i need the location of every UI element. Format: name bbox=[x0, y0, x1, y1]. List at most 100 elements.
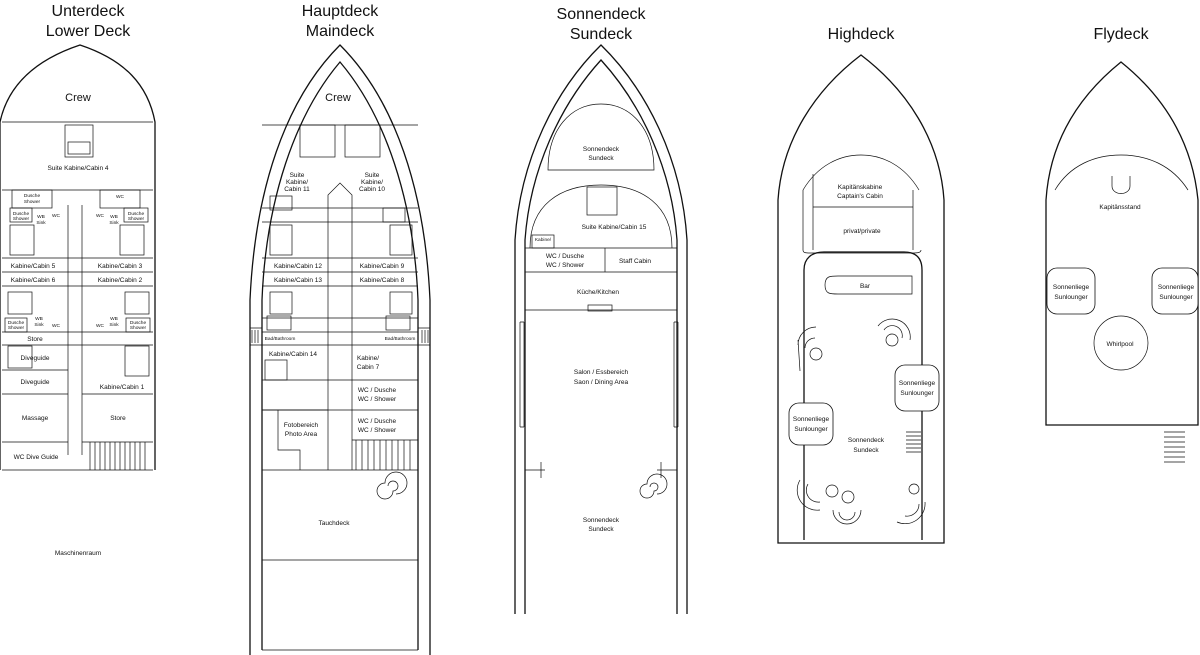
high-bar: Bar bbox=[860, 283, 871, 290]
svg-text:Sink: Sink bbox=[109, 220, 119, 226]
sun-suite-15: Suite Kabine/Cabin 15 bbox=[582, 224, 647, 231]
svg-text:Sink: Sink bbox=[34, 322, 44, 328]
sun-sundeck-label-en: Sundeck bbox=[588, 155, 614, 162]
svg-text:Bad/Bathroom: Bad/Bathroom bbox=[385, 336, 416, 342]
fly-deck-hull bbox=[1045, 61, 1199, 426]
svg-text:WC: WC bbox=[116, 194, 125, 200]
svg-text:Kabine/: Kabine/ bbox=[286, 179, 308, 186]
main-cabin-14: Kabine/Cabin 14 bbox=[269, 351, 317, 358]
lower-store-2: Store bbox=[110, 415, 126, 422]
high-sundeck-de: Sonnendeck bbox=[848, 437, 885, 444]
svg-text:WB: WB bbox=[35, 316, 43, 322]
high-deck-plan: Highdeck Kapitänskabine Captain's Cabin … bbox=[777, 26, 945, 544]
sun-staff-cabin: Staff Cabin bbox=[619, 258, 651, 265]
svg-text:WC / Dusche: WC / Dusche bbox=[358, 387, 397, 394]
sun-deck-plan: Sonnendeck Sundeck Sonnendeck Sundeck Su… bbox=[514, 6, 688, 614]
high-sundeck-en: Sundeck bbox=[853, 447, 879, 454]
svg-text:WC: WC bbox=[96, 323, 105, 329]
sun-salon-de: Salon / Essbereich bbox=[574, 369, 629, 376]
svg-text:Sonnenliege: Sonnenliege bbox=[899, 380, 936, 387]
main-cabin-8: Kabine/Cabin 8 bbox=[360, 277, 405, 284]
svg-text:Dusche: Dusche bbox=[130, 320, 147, 326]
svg-text:Shower: Shower bbox=[8, 325, 25, 331]
main-cabin-7: Cabin 7 bbox=[357, 364, 380, 371]
lower-cabin-1: Kabine/Cabin 1 bbox=[100, 384, 145, 391]
lower-deck-title-de: Unterdeck bbox=[52, 3, 126, 20]
lower-wc-dive-guide: WC Dive Guide bbox=[14, 454, 59, 461]
main-dive-deck: Tauchdeck bbox=[318, 520, 350, 527]
lower-diveguide-2: Diveguide bbox=[21, 379, 50, 386]
lower-diveguide-1: Diveguide bbox=[21, 355, 50, 362]
lower-cabin-3: Kabine/Cabin 3 bbox=[98, 263, 143, 270]
main-cabin-13: Kabine/Cabin 13 bbox=[274, 277, 322, 284]
svg-text:Sink: Sink bbox=[109, 322, 119, 328]
fly-whirlpool: Whirlpool bbox=[1106, 341, 1134, 348]
high-deck-title: Highdeck bbox=[828, 26, 896, 43]
lower-deck-title-en: Lower Deck bbox=[46, 23, 131, 40]
svg-text:WC / Shower: WC / Shower bbox=[546, 262, 585, 269]
sun-salon-en: Saon / Dining Area bbox=[574, 379, 629, 386]
lower-cabin-6: Kabine/Cabin 6 bbox=[11, 277, 56, 284]
lower-crew: Crew bbox=[65, 92, 91, 104]
lower-store-1: Store bbox=[27, 336, 43, 343]
main-suite-11: Cabin 11 bbox=[284, 186, 310, 193]
lower-massage: Massage bbox=[22, 415, 49, 422]
lower-deck-plan: Unterdeck Lower Deck Crew Suite Kabine/C… bbox=[0, 3, 156, 557]
svg-text:Shower: Shower bbox=[128, 216, 145, 222]
lower-deck-hull bbox=[0, 44, 156, 470]
svg-text:Dusche: Dusche bbox=[24, 193, 41, 199]
svg-text:Sunlounger: Sunlounger bbox=[900, 390, 934, 397]
lower-engine-room: Maschinenraum bbox=[55, 550, 101, 557]
svg-text:Sunlounger: Sunlounger bbox=[794, 426, 828, 433]
svg-text:Dusche: Dusche bbox=[13, 211, 30, 217]
high-captains-cabin-de: Kapitänskabine bbox=[838, 184, 883, 191]
lower-suite-4: Suite Kabine/Cabin 4 bbox=[47, 165, 108, 172]
main-cabin-9: Kabine/Cabin 9 bbox=[360, 263, 405, 270]
sun-deck-hull bbox=[514, 44, 688, 614]
svg-text:Sunlounger: Sunlounger bbox=[1054, 294, 1088, 301]
svg-text:Suite: Suite bbox=[290, 172, 305, 179]
main-deck-hull bbox=[249, 44, 431, 655]
svg-text:Kabine/: Kabine/ bbox=[535, 237, 552, 243]
svg-text:WC: WC bbox=[52, 323, 61, 329]
svg-text:WB: WB bbox=[37, 214, 45, 220]
svg-text:Bad/Bathroom: Bad/Bathroom bbox=[265, 336, 296, 342]
svg-text:Kabine/: Kabine/ bbox=[361, 179, 383, 186]
svg-text:Kabine/: Kabine/ bbox=[357, 355, 379, 362]
main-deck-title-de: Hauptdeck bbox=[302, 3, 379, 20]
main-photo-area-de: Fotobereich bbox=[284, 422, 319, 429]
sun-deck-title-en: Sundeck bbox=[570, 26, 633, 43]
lower-cabin-5: Kabine/Cabin 5 bbox=[11, 263, 56, 270]
main-crew: Crew bbox=[325, 92, 351, 104]
svg-text:Shower: Shower bbox=[130, 325, 147, 331]
svg-text:WB: WB bbox=[110, 316, 118, 322]
svg-text:Dusche: Dusche bbox=[8, 320, 25, 326]
svg-text:WC / Dusche: WC / Dusche bbox=[546, 253, 585, 260]
high-deck-hull bbox=[777, 54, 945, 544]
svg-text:Sonnenliege: Sonnenliege bbox=[1053, 284, 1090, 291]
svg-text:WC / Dusche: WC / Dusche bbox=[358, 418, 397, 425]
svg-text:Sonnenliege: Sonnenliege bbox=[1158, 284, 1195, 291]
svg-text:WC / Shower: WC / Shower bbox=[358, 427, 397, 434]
fly-captains-station: Kapitänsstand bbox=[1099, 204, 1141, 211]
svg-text:WC: WC bbox=[96, 213, 105, 219]
main-cabin-12: Kabine/Cabin 12 bbox=[274, 263, 322, 270]
svg-text:Sonnenliege: Sonnenliege bbox=[793, 416, 830, 423]
svg-text:Sink: Sink bbox=[36, 220, 46, 226]
sun-deck-title-de: Sonnendeck bbox=[557, 6, 647, 23]
sun-kitchen: Küche/Kitchen bbox=[577, 289, 619, 296]
fly-deck-plan: Flydeck Kapitänsstand Sonnenliege Sunlou… bbox=[1045, 26, 1199, 463]
main-deck-plan: Hauptdeck Maindeck Crew Suite Kabine/ Ca… bbox=[249, 3, 431, 655]
fly-deck-title: Flydeck bbox=[1093, 26, 1149, 43]
sun-aft-sundeck-en: Sundeck bbox=[588, 526, 614, 533]
main-deck-title-en: Maindeck bbox=[306, 23, 375, 40]
high-captains-cabin-en: Captain's Cabin bbox=[837, 193, 883, 200]
sun-sundeck-label-de: Sonnendeck bbox=[583, 146, 620, 153]
main-suite-10: Cabin 10 bbox=[359, 186, 385, 193]
lower-cabin-2: Kabine/Cabin 2 bbox=[98, 277, 143, 284]
svg-text:WB: WB bbox=[110, 214, 118, 220]
main-photo-area-en: Photo Area bbox=[285, 431, 318, 438]
sun-aft-sundeck-de: Sonnendeck bbox=[583, 517, 620, 524]
svg-text:WC / Shower: WC / Shower bbox=[358, 396, 397, 403]
